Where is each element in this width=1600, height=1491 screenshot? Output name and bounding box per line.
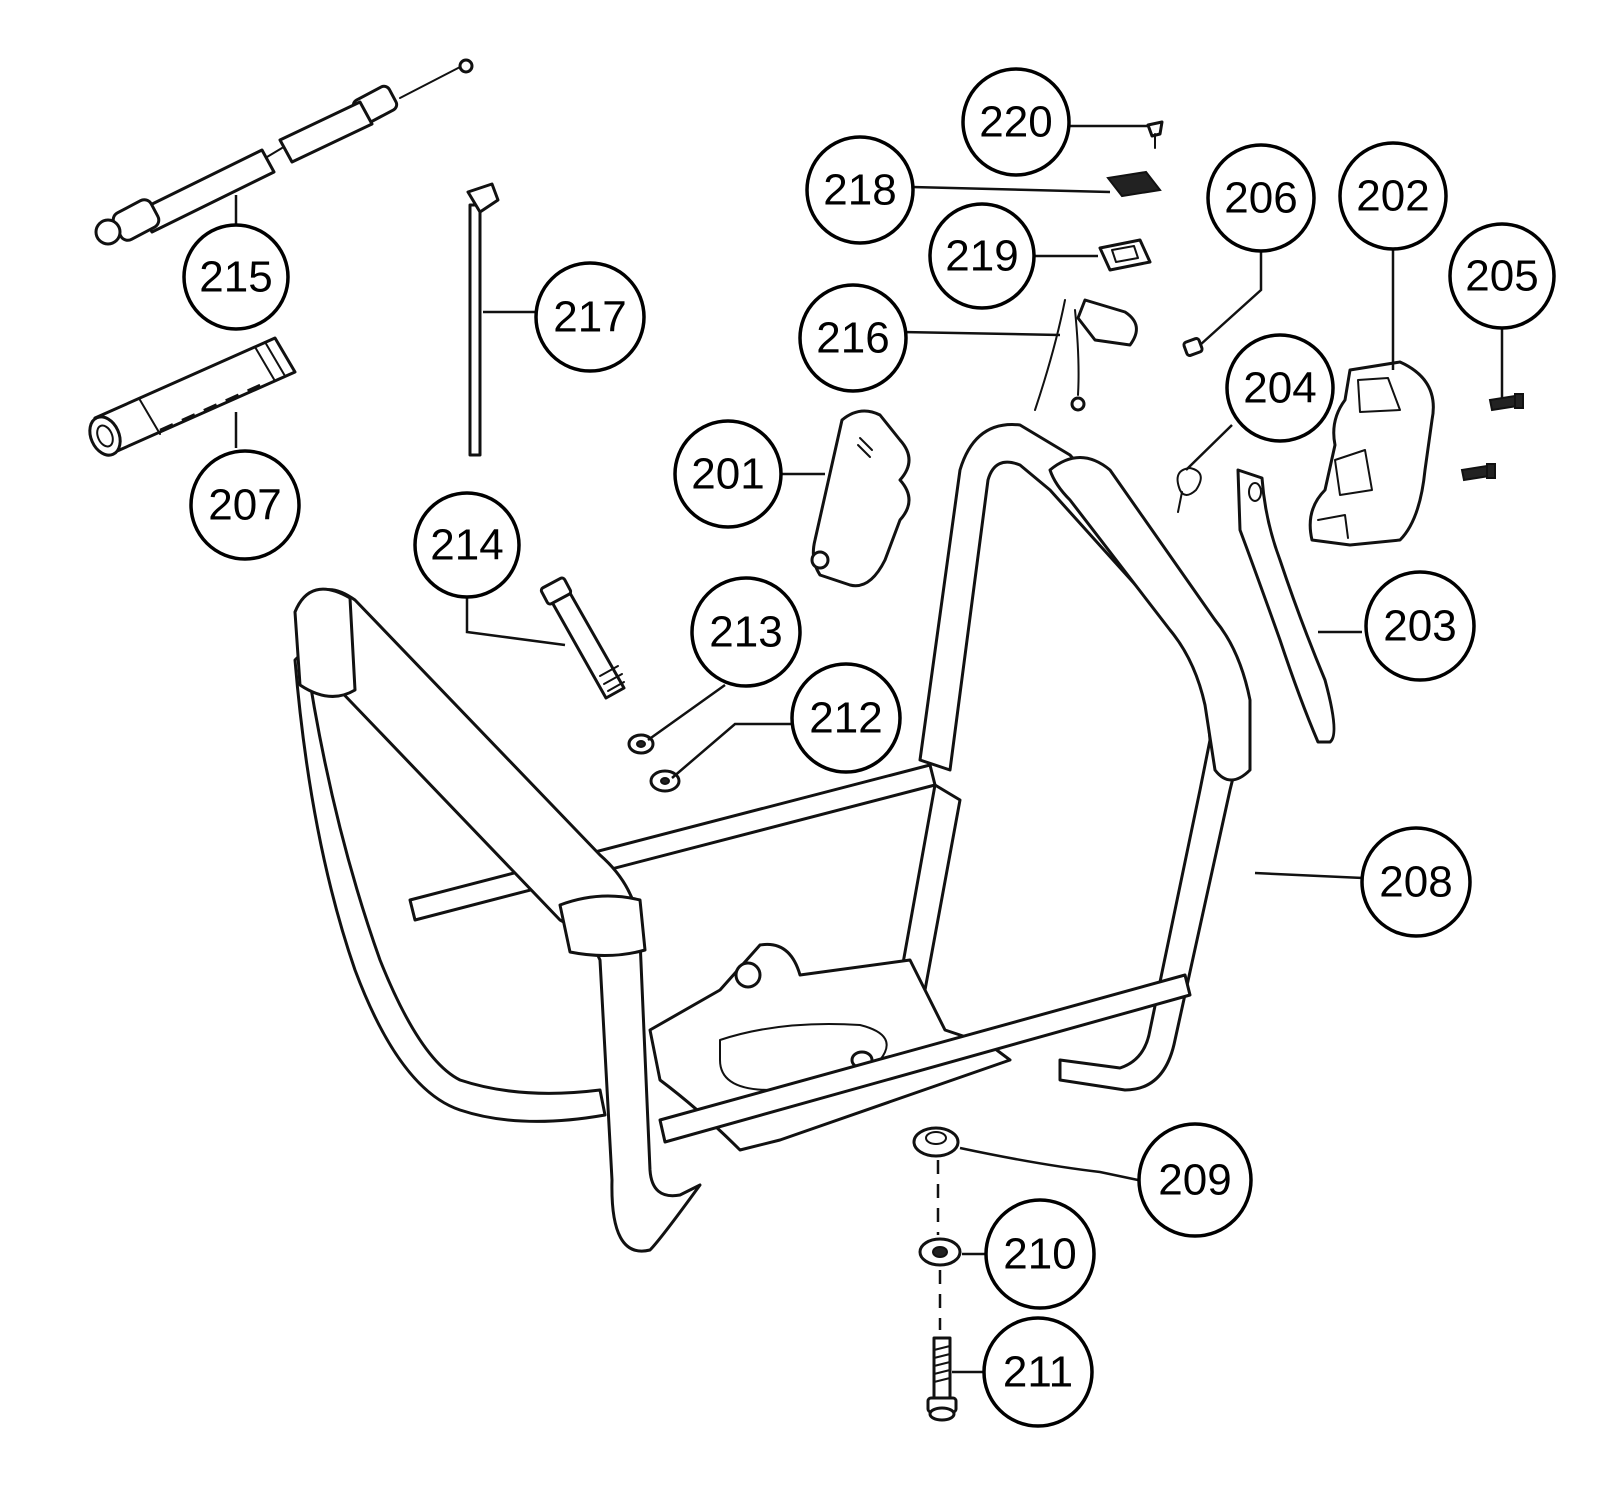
callout-label: 215 [199,253,272,302]
callout-206: 206 [1206,143,1316,253]
part-216-stop-switch [1034,298,1138,412]
callout-label: 204 [1243,364,1316,413]
part-204-spring [1176,467,1202,513]
callout-207: 207 [189,449,301,561]
part-202-throttle-housing [1308,360,1435,547]
part-207-grip [88,336,297,457]
callout-label: 207 [208,481,281,530]
part-203-throttle-trigger [1236,468,1336,744]
part-217-cable-tie [466,182,500,457]
callout-220: 220 [961,67,1071,177]
callout-209: 209 [1137,1122,1253,1238]
callout-label: 217 [553,293,626,342]
callout-label: 219 [945,232,1018,281]
callout-205: 205 [1448,222,1556,330]
callout-label: 201 [691,450,764,499]
part-214-bolt [539,576,626,700]
part-201-switch-housing [810,409,911,588]
callout-204: 204 [1225,333,1335,443]
part-209-rubber-mount [912,1126,960,1158]
callout-211: 211 [982,1316,1094,1428]
callout-216: 216 [798,283,908,393]
callout-219: 219 [928,202,1036,310]
part-219-gasket [1098,238,1152,272]
callout-208: 208 [1360,826,1472,938]
callout-label: 210 [1003,1230,1076,1279]
part-212-washer [649,769,681,793]
callout-label: 202 [1356,172,1429,221]
part-205-screw [1460,393,1524,482]
callout-203: 203 [1364,570,1476,682]
callout-210: 210 [984,1198,1096,1310]
leader-lines [234,124,1504,1374]
callout-202: 202 [1338,141,1448,251]
callout-label: 220 [979,98,1052,147]
callout-217: 217 [534,261,646,373]
callout-label: 203 [1383,602,1456,651]
callout-201: 201 [673,419,783,529]
assembly-axis-line [936,1160,942,1330]
callout-label: 218 [823,166,896,215]
part-210-washer [918,1237,962,1267]
callout-label: 208 [1379,858,1452,907]
callout-213: 213 [690,576,802,688]
part-220-screw [1146,120,1164,149]
callout-label: 209 [1158,1156,1231,1205]
part-211-bolt [926,1336,958,1422]
callout-label: 211 [1003,1348,1073,1397]
part-206-nut [1182,337,1204,357]
callout-label: 206 [1224,174,1297,223]
callout-label: 205 [1465,252,1538,301]
callout-label: 212 [809,694,882,743]
part-215-throttle-cable [94,58,474,246]
callout-215: 215 [182,223,290,331]
assembly-axis-line-207 [159,383,261,432]
callout-218: 218 [805,135,915,245]
part-208-handle-frame [293,423,1252,1253]
part-218-button [1106,170,1162,198]
part-213-lock-washer [627,733,655,755]
callout-label: 216 [816,314,889,363]
callout-212: 212 [790,662,902,774]
callout-label: 213 [709,608,782,657]
callout-214: 214 [413,491,521,599]
callout-label: 214 [430,521,503,570]
